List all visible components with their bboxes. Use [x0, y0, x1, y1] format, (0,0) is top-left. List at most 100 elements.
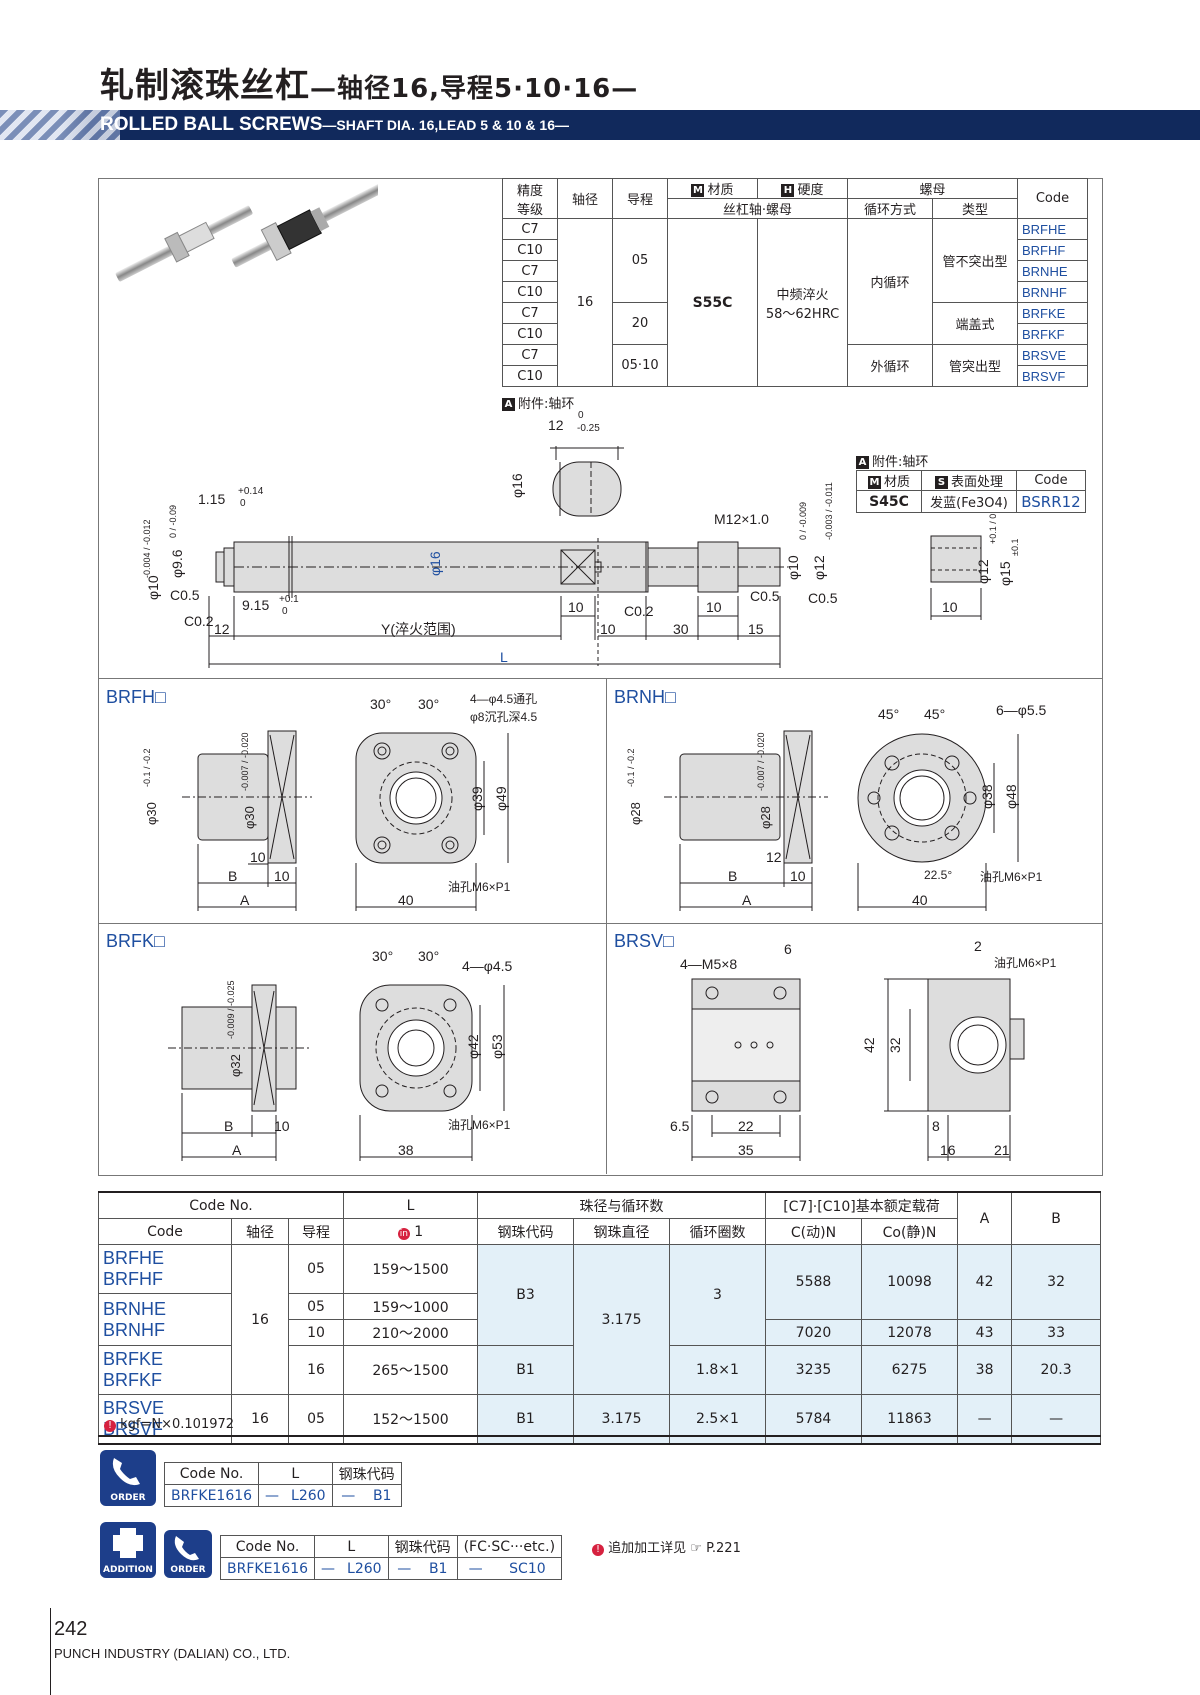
company-name: PUNCH INDUSTRY (DALIAN) CO., LTD.	[54, 1646, 291, 1661]
col-type: 类型	[932, 198, 1018, 219]
type-tube-cell: 管突出型	[932, 344, 1018, 387]
page-title-en: ROLLED BALL SCREWS—SHAFT DIA. 16,LEAD 5 …	[100, 114, 569, 136]
order-dash: —	[331, 1484, 364, 1507]
dim-tol: ±0.1	[1010, 539, 1020, 556]
dim-m12: M12×1.0	[714, 511, 769, 527]
order-code[interactable]: BRFKE1616	[163, 1484, 260, 1507]
spec-h-lead: 导程	[288, 1218, 344, 1245]
dim-c02: C0.2	[184, 613, 214, 629]
brnh-12: 12	[766, 849, 782, 865]
code-cell[interactable]: BRSVF	[1017, 365, 1088, 387]
kgf-note: ! kgf=N×0.101972	[104, 1417, 234, 1432]
material-icon: M	[691, 184, 705, 197]
brfk-holes: 4—φ4.5	[462, 958, 513, 974]
spec-L: 210～2000	[343, 1319, 478, 1346]
spec-h-L: L	[343, 1191, 478, 1219]
dim-c05: C0.5	[170, 587, 200, 603]
brsv-title: BRSV□	[614, 931, 674, 951]
product-image	[115, 182, 378, 282]
brfk-B: B	[224, 1118, 233, 1134]
addition-note: ! 追加加工详见 ☞ P.221	[592, 1537, 741, 1556]
code-cell[interactable]: BRFKE	[1017, 302, 1088, 324]
brfh-10a: 10	[250, 849, 266, 865]
spec-lead: 10	[288, 1319, 344, 1346]
dim-tol: -0.1 / -0.2	[626, 748, 636, 787]
spec-h-Co: Co(静)N	[861, 1218, 958, 1245]
spec-lead: 05	[288, 1293, 344, 1320]
dim-9-15: 9.15	[242, 597, 269, 613]
page-number: 242	[54, 1618, 88, 1640]
brnh-A: A	[742, 892, 752, 908]
brfh-phi39: φ39	[469, 786, 485, 811]
dim-phi16-top: φ16	[509, 473, 525, 498]
shaft-drawing: 12 0 -0.25 φ16 1.15 +0.14 0 φ10 -0.004 /…	[142, 410, 1020, 668]
svg-text:12: 12	[548, 417, 564, 433]
divider-v	[606, 678, 607, 1174]
dim-tol: 0	[240, 498, 246, 509]
collar-surface: 发蓝(Fe3O4)	[921, 490, 1017, 513]
brfh-phi49: φ49	[493, 786, 509, 811]
spec-C: 3235	[765, 1345, 862, 1395]
spec-C: 5588	[765, 1244, 862, 1320]
brsv-6: 6	[784, 941, 792, 957]
order-badge: ORDER	[100, 1450, 156, 1506]
material-cell: S55C	[667, 218, 758, 387]
add-ball[interactable]: B1	[419, 1557, 458, 1580]
dim-tol: -0.003 / -0.011	[824, 482, 834, 540]
divider-h1	[98, 678, 1103, 679]
brnh-holes: 6—φ5.5	[996, 702, 1047, 718]
brfh-B: B	[228, 868, 237, 884]
brnh-phi28b: φ28	[758, 806, 773, 829]
footer-line	[50, 1608, 51, 1695]
spec-h-code: Code	[98, 1218, 232, 1245]
dim-12b: 12	[214, 621, 230, 637]
order-h-code: Code No.	[163, 1462, 260, 1485]
collar-col-code: Code	[1016, 470, 1086, 491]
surface-icon: S	[934, 476, 948, 489]
dim-L: L	[500, 649, 508, 665]
order-ball[interactable]: B1	[363, 1484, 402, 1507]
info-icon: !	[104, 1420, 116, 1432]
spec-h-ballcode: 钢珠代码	[477, 1218, 574, 1245]
add-L[interactable]: L260	[341, 1557, 389, 1580]
spec-h-ball: 珠径与循环数	[477, 1191, 766, 1219]
brfh-30b: 30°	[418, 696, 439, 712]
brfh-holes2: φ8沉孔深4.5	[470, 710, 537, 724]
brfh-10b: 10	[274, 868, 290, 884]
brnh-phi38: φ38	[979, 784, 995, 809]
brsv-m5: 4—M5×8	[680, 956, 737, 972]
brfk-title: BRFK□	[106, 931, 165, 951]
dim-c05b: C0.5	[750, 588, 780, 604]
dim-10a: 10	[568, 599, 584, 615]
add-code[interactable]: BRFKE1616	[219, 1557, 316, 1580]
order-h-L: L	[258, 1462, 333, 1485]
col-code: Code	[1017, 178, 1088, 219]
brsv-22: 22	[738, 1118, 754, 1134]
spec-B: 20.3	[1011, 1345, 1101, 1395]
add-dash: —	[387, 1557, 420, 1580]
spec-h-circuits: 循环圈数	[669, 1218, 766, 1245]
dim-tol: -0.25	[577, 423, 600, 434]
brfk-38: 38	[398, 1142, 414, 1158]
divider-h2	[98, 923, 1103, 924]
spec-B: 33	[1011, 1319, 1101, 1346]
add-dash: —	[456, 1557, 494, 1580]
add-sc[interactable]: SC10	[493, 1557, 563, 1580]
spec-ball: B1	[477, 1345, 574, 1395]
brnh-22-5: 22.5°	[924, 868, 952, 882]
page-title: 轧制滚珠丝杠—轴径16,导程5·10·16—	[100, 58, 638, 107]
dim-c02b: C0.2	[624, 603, 654, 619]
dim-30: 30	[673, 621, 689, 637]
collar-code[interactable]: BSRR12	[1016, 490, 1086, 513]
order-L[interactable]: L260	[285, 1484, 333, 1507]
brnh-oil: 油孔M6×P1	[980, 870, 1043, 884]
page-ref-link[interactable]: P.221	[706, 1541, 741, 1556]
code-cell[interactable]: BRNHF	[1017, 281, 1088, 303]
